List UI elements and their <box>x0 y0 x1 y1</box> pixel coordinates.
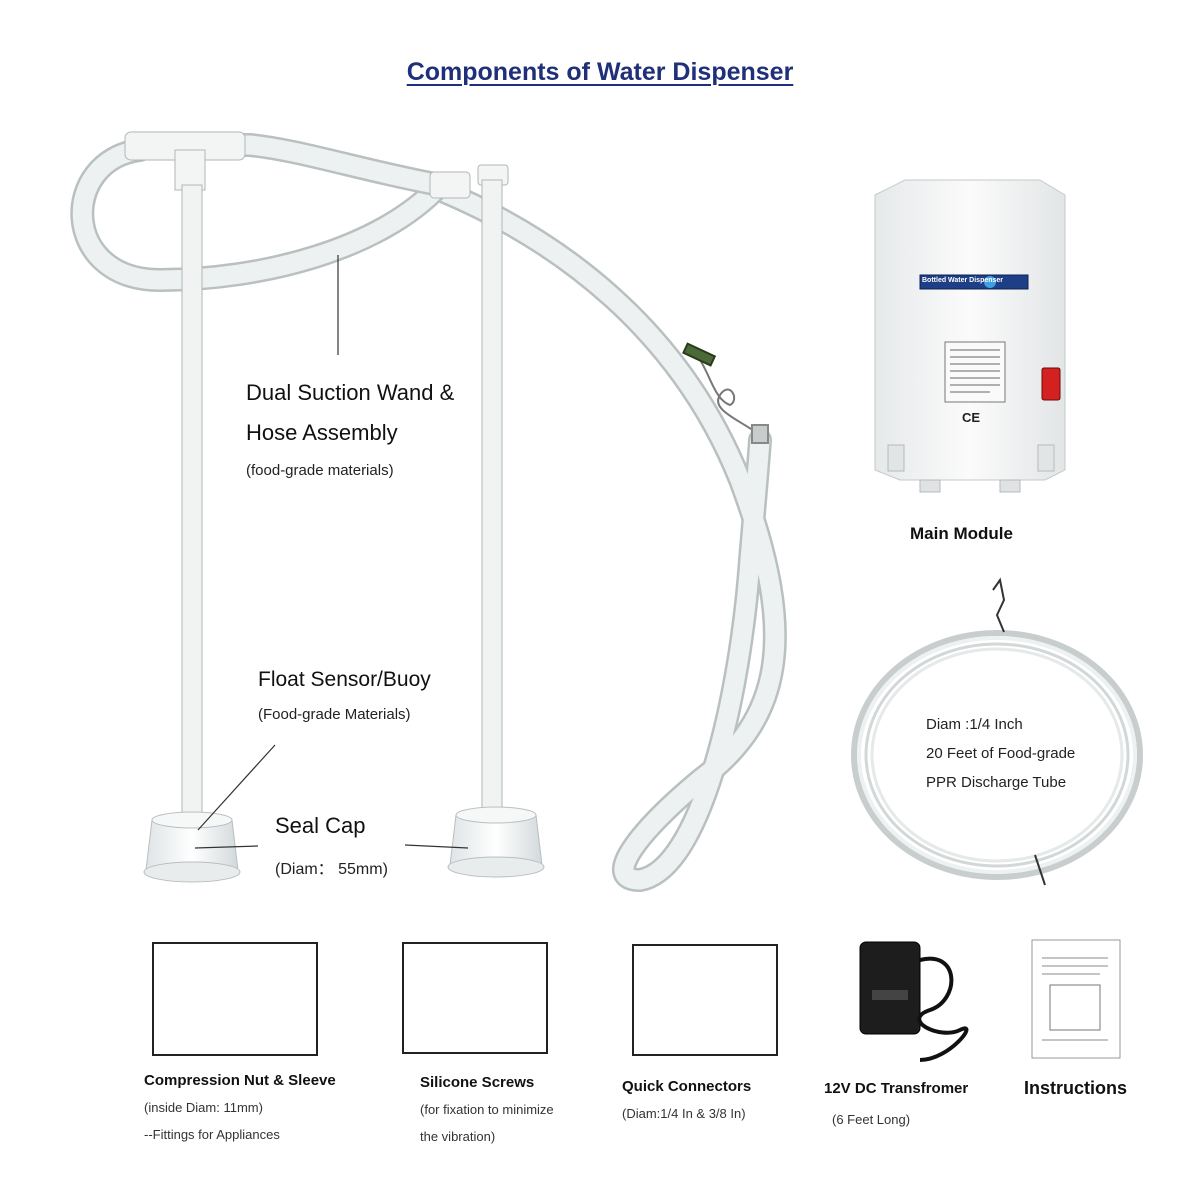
part-name-compression-nut: Compression Nut & Sleeve <box>144 1072 336 1089</box>
transformer-illustration <box>859 941 969 1062</box>
wand-label-line1: Dual Suction Wand & <box>246 380 455 405</box>
main-module-label: Main Module <box>910 524 1013 543</box>
info-label <box>944 341 1006 403</box>
float-label-line2: (Food-grade Materials) <box>258 706 411 723</box>
float-label-line1: Float Sensor/Buoy <box>258 668 431 691</box>
part-name-transformer: 12V DC Transfromer <box>824 1080 969 1097</box>
ce-mark: CE <box>962 410 981 425</box>
part-note-silicone-screws-2: the vibration) <box>420 1129 496 1144</box>
sensor-wire <box>682 342 769 444</box>
part-name-quick-connectors: Quick Connectors <box>622 1078 752 1095</box>
seal-cap-diam: (Diam： 55mm) <box>275 861 388 878</box>
tube-label-line2: 20 Feet of Food-grade <box>926 745 1076 762</box>
brand-plate <box>919 274 1029 290</box>
part-box-quick-connectors <box>632 944 778 1056</box>
power-switch <box>1041 367 1061 401</box>
part-note-compression-nut-1: (inside Diam: 11mm) <box>144 1100 263 1115</box>
pointer-lines <box>194 255 469 849</box>
discharge-tube-coil <box>851 577 1143 886</box>
seal-cap-label: Seal Cap <box>275 813 366 838</box>
seal-cap-right <box>447 806 545 878</box>
module-brand-text: Bottled Water Dispenser <box>922 277 1004 284</box>
diagram-title: Components of Water Dispenser <box>406 58 794 86</box>
wand-label-line2: Hose Assembly <box>246 420 398 445</box>
suction-wand-right <box>481 179 503 821</box>
part-name-silicone-screws: Silicone Screws <box>420 1074 535 1091</box>
tube-label-line1: Diam :1/4 Inch <box>926 716 1023 733</box>
part-box-compression-nut <box>152 942 318 1056</box>
tube-label-line3: PPR Discharge Tube <box>926 774 1067 791</box>
wand-label-line3: (food-grade materials) <box>246 462 394 479</box>
part-name-instructions: Instructions <box>1024 1078 1128 1098</box>
part-note-quick-connectors: (Diam:1/4 In & 3/8 In) <box>622 1106 746 1121</box>
seal-cap-left <box>143 811 241 883</box>
suction-wand-left <box>181 184 203 826</box>
part-box-silicone-screws <box>402 942 548 1054</box>
main-module-illustration <box>874 179 1066 493</box>
part-note-transformer: (6 Feet Long) <box>832 1112 911 1127</box>
discharge-hose <box>428 178 787 893</box>
part-note-silicone-screws-1: (for fixation to minimize <box>420 1102 554 1117</box>
instructions-illustration <box>1031 939 1121 1059</box>
part-note-compression-nut-2: --Fittings for Appliances <box>144 1127 280 1142</box>
hose-loop <box>70 133 452 293</box>
